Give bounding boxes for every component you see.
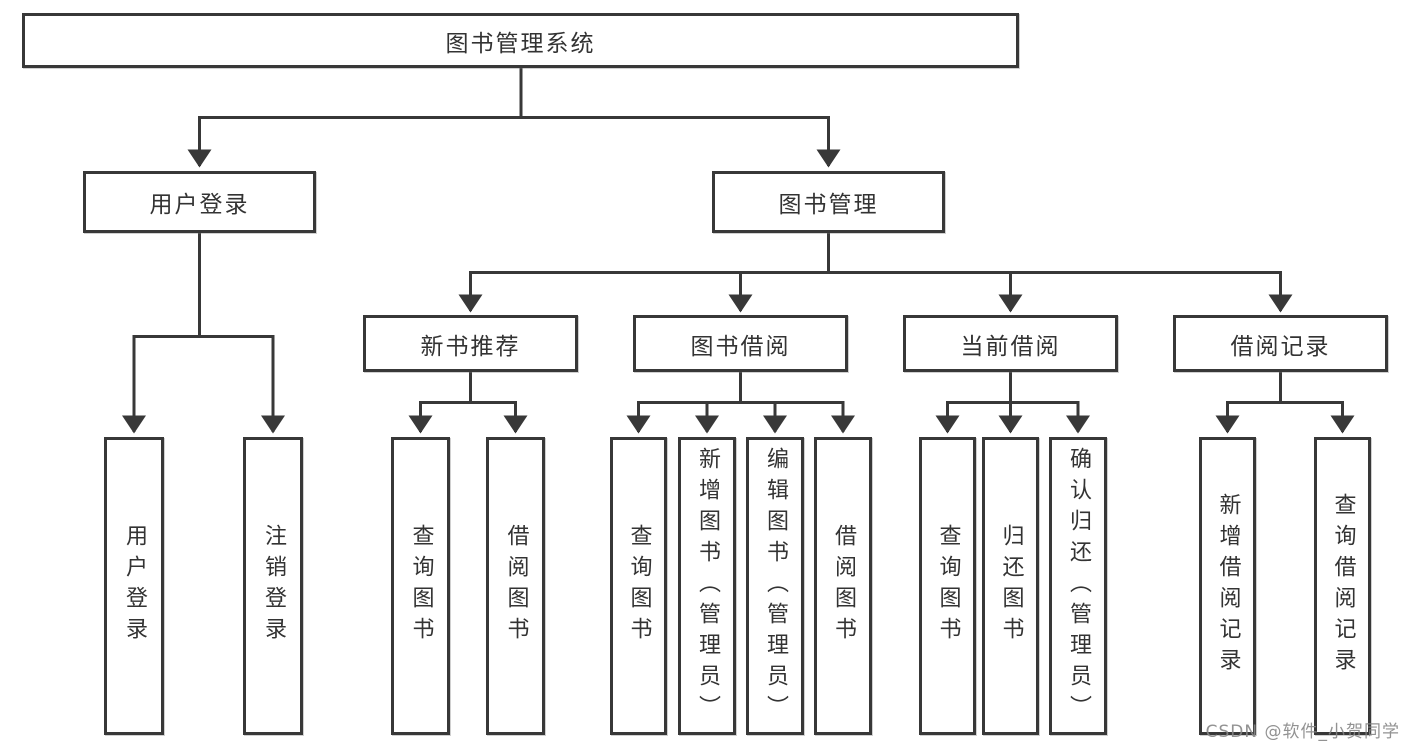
- node-leaf-user-login: 用户登录: [104, 437, 164, 735]
- node-leaf-query-borrow-record: 查询借阅记录: [1314, 437, 1371, 735]
- node-book-management-label: 图书管理: [778, 192, 879, 218]
- node-leaf-logout: 注销登录: [243, 437, 303, 735]
- node-new-book-recommendation: 新书推荐: [363, 315, 578, 372]
- node-book-borrowing: 图书借阅: [633, 315, 848, 372]
- node-leaf-add-borrow-record: 新增借阅记录: [1199, 437, 1256, 735]
- node-book-management: 图书管理: [712, 171, 945, 233]
- node-borrowing-records-label: 借阅记录: [1230, 333, 1331, 360]
- csdn-watermark: CSDN @软件_小贺同学: [1205, 722, 1400, 742]
- node-new-book-recommendation-label: 新书推荐: [420, 333, 521, 360]
- node-book-borrowing-label: 图书借阅: [690, 333, 791, 360]
- node-leaf-query-books-recommend: 查询图书: [391, 437, 450, 735]
- node-user-login: 用户登录: [83, 171, 316, 233]
- node-leaf-query-books-current-label: 查询图书: [935, 524, 961, 648]
- node-leaf-borrow-books: 借阅图书: [814, 437, 872, 735]
- node-leaf-add-book-admin: 新增图书（管理员）: [678, 437, 736, 735]
- node-leaf-query-books-current: 查询图书: [919, 437, 976, 735]
- node-leaf-edit-book-admin-label: 编辑图书（管理员）: [763, 446, 788, 726]
- node-leaf-query-books-recommend-label: 查询图书: [408, 524, 434, 648]
- node-user-login-label: 用户登录: [149, 192, 250, 218]
- node-leaf-query-borrow-record-label: 查询借阅记录: [1330, 493, 1356, 679]
- node-root-system: 图书管理系统: [22, 13, 1019, 68]
- node-leaf-return-books: 归还图书: [982, 437, 1039, 735]
- node-current-borrowing: 当前借阅: [903, 315, 1118, 372]
- node-leaf-return-books-label: 归还图书: [998, 524, 1024, 648]
- node-leaf-borrow-books-recommend-label: 借阅图书: [503, 524, 529, 648]
- node-root-system-label: 图书管理系统: [445, 30, 596, 57]
- node-leaf-add-book-admin-label: 新增图书（管理员）: [695, 446, 720, 726]
- node-leaf-borrow-books-recommend: 借阅图书: [486, 437, 545, 735]
- node-borrowing-records: 借阅记录: [1173, 315, 1388, 372]
- node-leaf-add-borrow-record-label: 新增借阅记录: [1215, 493, 1241, 679]
- node-leaf-borrow-books-label: 借阅图书: [831, 524, 856, 648]
- node-leaf-user-login-label: 用户登录: [122, 524, 147, 648]
- node-leaf-query-books-borrowing: 查询图书: [610, 437, 667, 735]
- node-leaf-confirm-return-admin-label: 确认归还（管理员）: [1066, 446, 1091, 726]
- node-leaf-query-books-borrowing-label: 查询图书: [626, 524, 652, 648]
- node-leaf-confirm-return-admin: 确认归还（管理员）: [1049, 437, 1107, 735]
- node-leaf-edit-book-admin: 编辑图书（管理员）: [746, 437, 804, 735]
- node-leaf-logout-label: 注销登录: [261, 524, 286, 648]
- node-current-borrowing-label: 当前借阅: [960, 333, 1061, 360]
